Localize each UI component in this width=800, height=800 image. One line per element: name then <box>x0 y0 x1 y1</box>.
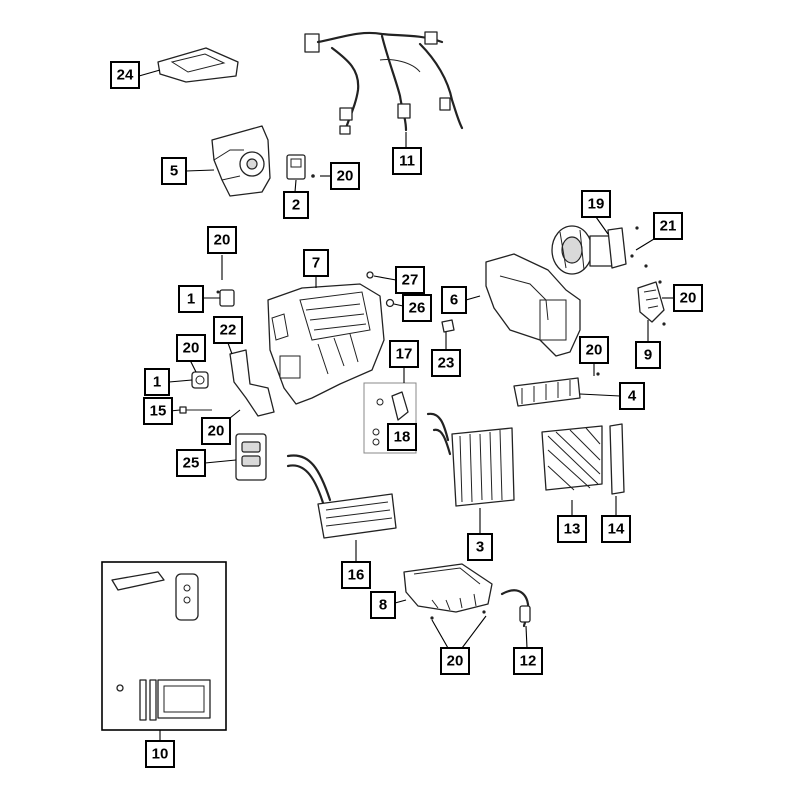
part-3-evaporator <box>426 412 515 507</box>
part-4-core <box>513 372 600 407</box>
part-24-gasket <box>157 47 239 83</box>
callout-1: 1 <box>144 368 170 396</box>
svg-text:27: 27 <box>402 272 419 289</box>
part-17-valve-kit <box>363 382 417 454</box>
svg-text:17: 17 <box>396 346 413 363</box>
svg-text:20: 20 <box>337 168 354 185</box>
svg-text:20: 20 <box>214 232 231 249</box>
part-15-screw <box>179 406 212 414</box>
svg-text:21: 21 <box>660 218 677 235</box>
svg-text:25: 25 <box>183 455 200 472</box>
callout-3: 3 <box>467 533 493 561</box>
svg-text:14: 14 <box>608 521 625 538</box>
svg-text:26: 26 <box>409 300 426 317</box>
svg-text:13: 13 <box>564 521 581 538</box>
callout-13: 13 <box>557 515 587 543</box>
callout-5: 5 <box>161 157 187 185</box>
part-26-grommet <box>385 298 395 308</box>
callout-20: 20 <box>201 417 231 445</box>
part-25-seal <box>235 433 267 481</box>
part-7-hvac-housing <box>267 283 385 405</box>
callout-7: 7 <box>303 249 329 277</box>
callout-20: 20 <box>579 336 609 364</box>
svg-text:19: 19 <box>588 196 605 213</box>
svg-text:7: 7 <box>312 255 320 272</box>
callout-22: 22 <box>213 316 243 344</box>
part-11-wiring-harness <box>304 31 464 135</box>
svg-text:20: 20 <box>208 423 225 440</box>
callout-15: 15 <box>143 397 173 425</box>
svg-text:4: 4 <box>628 388 637 405</box>
callout-2: 2 <box>283 191 309 219</box>
part-14-filter-door <box>609 423 625 495</box>
svg-text:11: 11 <box>399 153 415 170</box>
callout-20: 20 <box>330 162 360 190</box>
leader-lines <box>138 69 674 741</box>
part-23-sensor <box>441 319 455 333</box>
svg-text:5: 5 <box>170 163 178 180</box>
callout-16: 16 <box>341 561 371 589</box>
part-10-kit-box <box>101 561 227 731</box>
svg-text:9: 9 <box>644 347 652 364</box>
callout-21: 21 <box>653 212 683 240</box>
callout-20: 20 <box>207 226 237 254</box>
callout-6: 6 <box>441 286 467 314</box>
callout-10: 10 <box>145 740 175 768</box>
callout-20: 20 <box>440 647 470 675</box>
part-16-heater-core <box>286 454 397 539</box>
svg-text:20: 20 <box>447 653 464 670</box>
callout-20: 20 <box>176 334 206 362</box>
part-5-blower-housing <box>211 125 271 197</box>
callout-17: 17 <box>389 340 419 368</box>
svg-text:3: 3 <box>476 539 484 556</box>
callout-4: 4 <box>619 382 645 410</box>
part-22-duct <box>229 349 275 417</box>
part-2-resistor <box>286 154 306 180</box>
callout-26: 26 <box>402 294 432 322</box>
svg-text:20: 20 <box>680 290 697 307</box>
callout-11: 11 <box>392 147 422 175</box>
part-19-blower-motor <box>551 225 613 275</box>
callout-8: 8 <box>370 591 396 619</box>
svg-text:23: 23 <box>438 355 455 372</box>
svg-text:6: 6 <box>450 292 458 309</box>
callout-18: 18 <box>387 423 417 451</box>
svg-text:24: 24 <box>117 67 134 84</box>
callout-23: 23 <box>431 349 461 377</box>
callout-19: 19 <box>581 190 611 218</box>
svg-text:20: 20 <box>183 340 200 357</box>
part-20-screw-a <box>311 174 315 178</box>
svg-text:18: 18 <box>394 429 411 446</box>
part-9-actuator <box>637 280 666 326</box>
part-27-clip <box>366 271 374 279</box>
svg-text:12: 12 <box>520 653 537 670</box>
part-8-lower-case <box>403 563 493 620</box>
svg-text:20: 20 <box>586 342 603 359</box>
part-21-bracket <box>607 226 648 269</box>
svg-text:1: 1 <box>153 374 161 391</box>
callout-9: 9 <box>635 341 661 369</box>
callout-24: 24 <box>110 61 140 89</box>
callout-25: 25 <box>176 449 206 477</box>
callout-14: 14 <box>601 515 631 543</box>
svg-text:22: 22 <box>220 322 237 339</box>
svg-text:16: 16 <box>348 567 365 584</box>
part-1-actuator-b <box>191 371 209 389</box>
callout-27: 27 <box>395 266 425 294</box>
part-13-filter <box>541 425 603 491</box>
svg-text:8: 8 <box>379 597 387 614</box>
callout-12: 12 <box>513 647 543 675</box>
part-12-drain-hose <box>500 589 531 628</box>
part-6-scroll-housing <box>485 253 581 357</box>
svg-text:15: 15 <box>150 403 167 420</box>
svg-text:1: 1 <box>187 291 195 308</box>
svg-text:10: 10 <box>152 746 169 763</box>
svg-text:2: 2 <box>292 197 300 214</box>
callout-20: 20 <box>673 284 703 312</box>
callout-1: 1 <box>178 285 204 313</box>
